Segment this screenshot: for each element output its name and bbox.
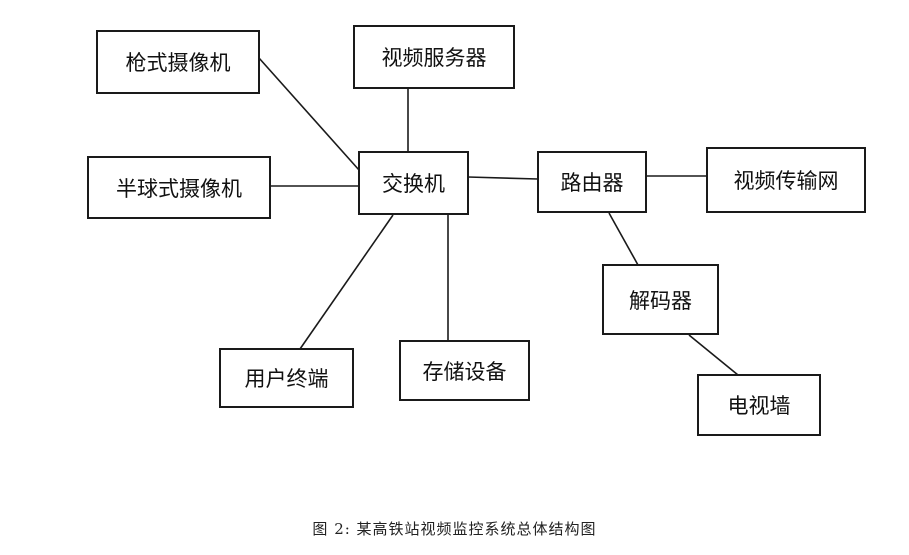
edge-decoder-tv-wall [688,334,739,376]
node-decoder: 解码器 [602,264,719,335]
edge-router-decoder [608,212,639,266]
edge-switch-router [467,176,539,180]
node-dome-camera: 半球式摄像机 [87,156,271,219]
node-router: 路由器 [537,151,647,213]
node-video-server: 视频服务器 [353,25,515,89]
node-gun-camera: 枪式摄像机 [96,30,260,94]
node-video-network: 视频传输网 [706,147,866,213]
edge-switch-user-terminal [299,214,394,350]
node-storage: 存储设备 [399,340,530,401]
figure-caption: 图 2: 某高铁站视频监控系统总体结构图 [312,520,597,538]
node-tv-wall: 电视墙 [697,374,821,436]
node-user-terminal: 用户终端 [219,348,354,408]
node-switch: 交换机 [358,151,469,215]
edge-gun-camera-switch [258,57,360,171]
